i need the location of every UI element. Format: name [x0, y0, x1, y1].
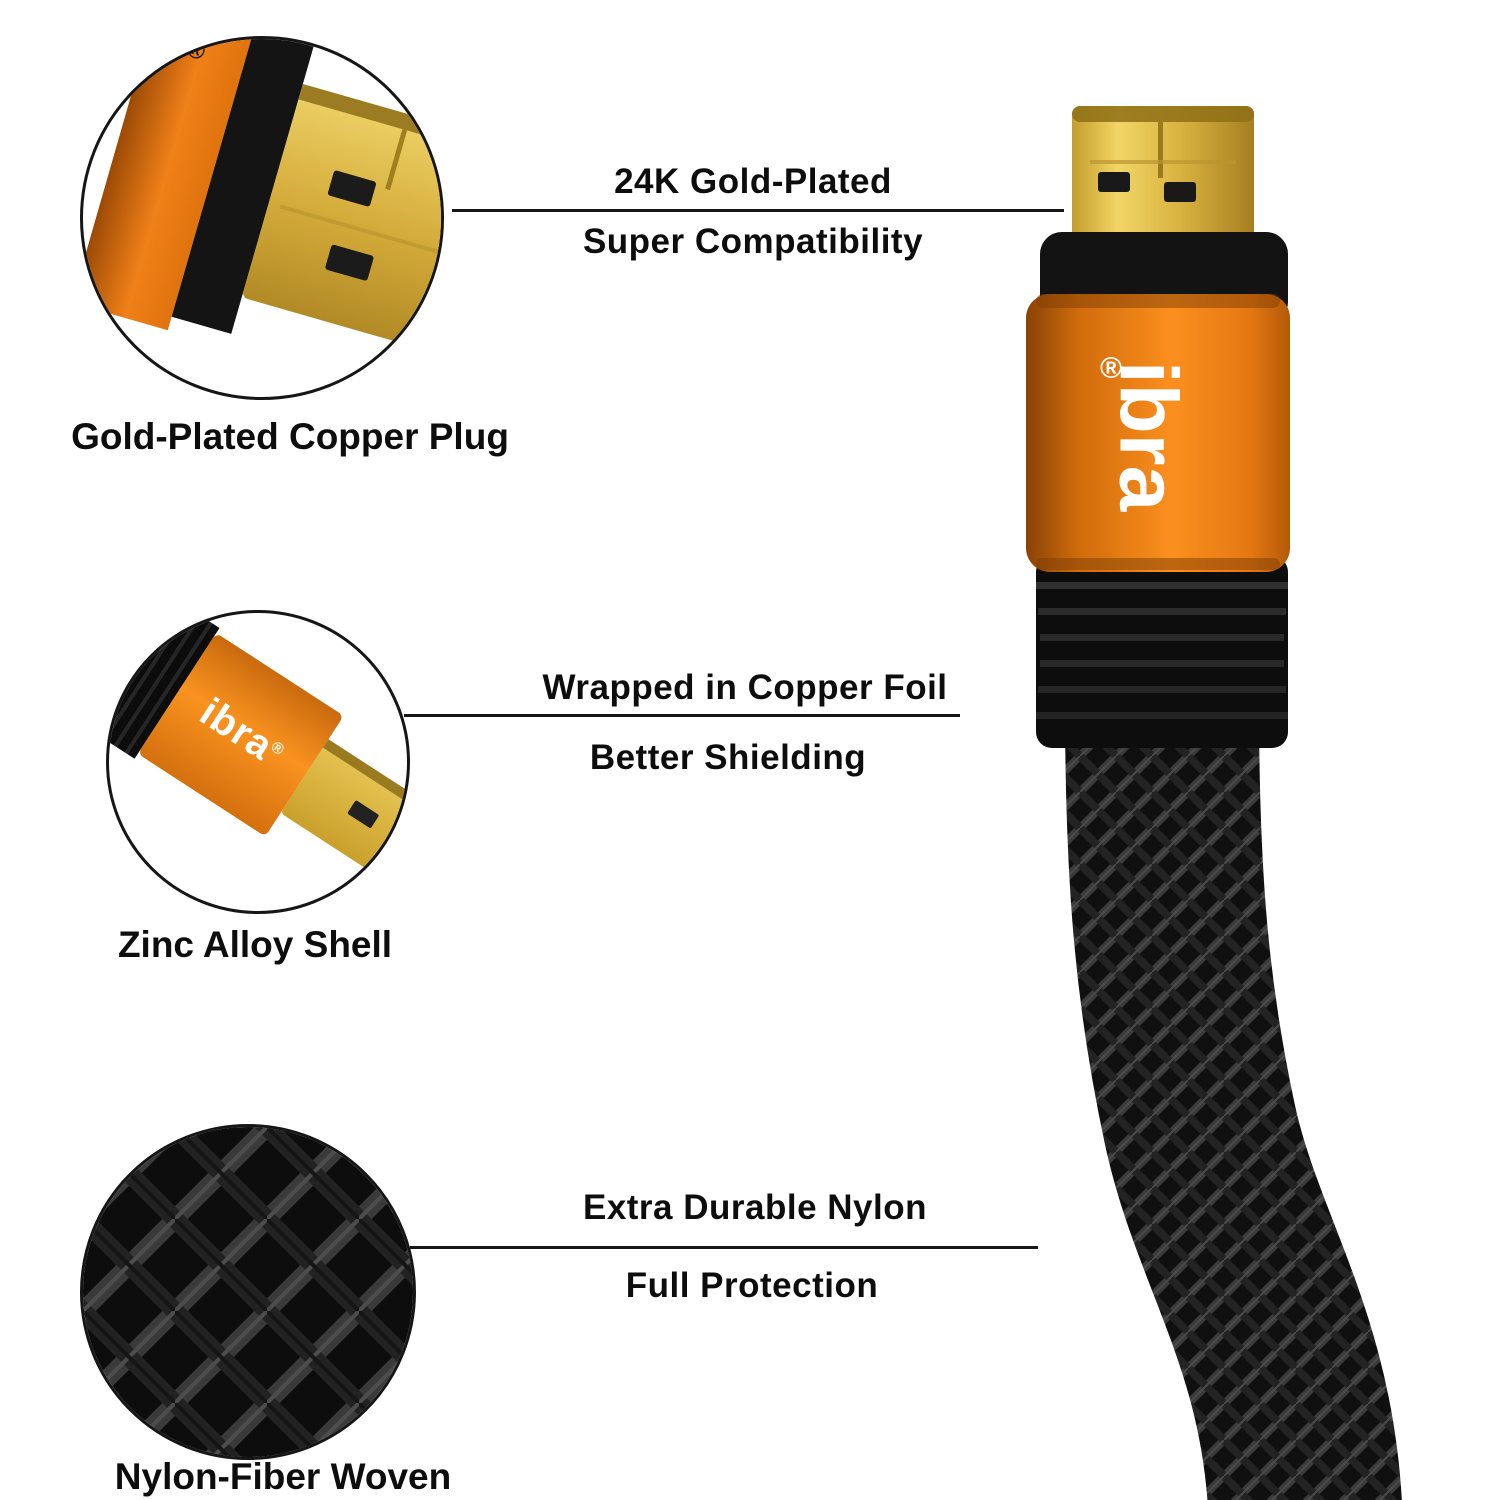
shell-closeup-circle: ibra®	[106, 610, 410, 914]
callout-shell-line1: Wrapped in Copper Foil	[542, 668, 948, 707]
braid-texture	[83, 1127, 413, 1457]
shell-plug-slot	[347, 799, 380, 829]
callout-plug-line1: 24K Gold-Plated	[614, 162, 892, 201]
plug-slot-2	[324, 244, 375, 282]
plug-slot-1	[327, 169, 377, 208]
braid-circle-label: Nylon-Fiber Woven	[114, 1456, 452, 1497]
shell-plug-top-edge	[323, 739, 407, 818]
braided-cable	[1065, 699, 1402, 1500]
strain-relief-ribbed	[1036, 556, 1288, 748]
callout-shell-line2: Better Shielding	[589, 738, 867, 777]
callout-line-shell	[404, 714, 960, 717]
shell-brand-logo-text: ibra	[192, 689, 282, 769]
callout-braid-line2: Full Protection	[625, 1266, 879, 1305]
plug-closeup-circle: ®	[80, 36, 444, 400]
brand-logo: ibra	[1102, 361, 1193, 513]
callout-line-braid	[410, 1246, 1038, 1249]
shell-circle-label: Zinc Alloy Shell	[117, 924, 393, 965]
plug-top-edge	[298, 83, 441, 163]
plug-closeup-connector: ®	[83, 36, 441, 397]
plug-seam	[385, 129, 408, 191]
shell-brand-logo: ibra®	[166, 673, 318, 794]
callout-plug-line2: Super Compatibility	[582, 222, 924, 261]
braid-closeup-circle	[80, 1124, 416, 1460]
brand-registered-mark: ®	[1100, 352, 1122, 385]
callout-braid-line1: Extra Durable Nylon	[582, 1188, 928, 1227]
callout-line-plug	[452, 209, 1064, 212]
brand-logo-text: ibra	[1102, 361, 1193, 513]
registered-mark: ®	[183, 36, 209, 67]
plug-circle-label: Gold-Plated Copper Plug	[71, 416, 509, 457]
connector-barrel	[1026, 294, 1290, 572]
shell-closeup-connector: ibra®	[109, 613, 407, 911]
